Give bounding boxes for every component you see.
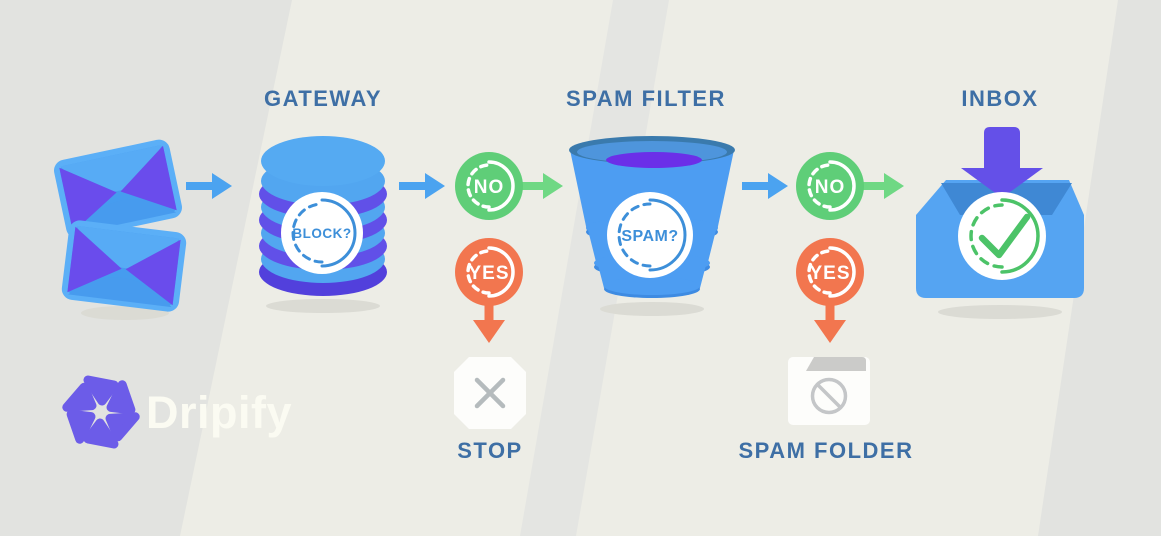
spam-question-badge: SPAM? — [607, 192, 693, 278]
stop-label: STOP — [457, 438, 523, 463]
svg-text:YES: YES — [809, 263, 850, 284]
flow-arrow-yes-to-stop — [473, 320, 505, 343]
no-entry-icon — [810, 377, 848, 415]
spam-folder-label: SPAM FOLDER — [739, 438, 914, 463]
no-badge-gateway: NO — [455, 152, 523, 220]
blocked-folder-icon — [788, 357, 870, 425]
svg-text:YES: YES — [468, 263, 509, 284]
flow-arrow-yes-to-spamfolder — [814, 320, 846, 343]
dripify-logo: Dripify — [67, 380, 292, 444]
svg-text:NO: NO — [815, 177, 846, 198]
drop-shadows — [81, 299, 1062, 320]
no-badge-filter: NO — [796, 152, 864, 220]
yes-badge-filter: YES — [796, 238, 864, 343]
inbox-label: INBOX — [961, 86, 1038, 111]
filter-decision: NO YES — [796, 152, 904, 343]
spam-filter-label: SPAM FILTER — [566, 86, 726, 111]
open-box-check-icon — [916, 127, 1084, 298]
dripify-logo-text: Dripify — [146, 387, 292, 438]
incoming-mail-arrow-icon — [961, 127, 1043, 198]
gateway-decision: NO YES — [455, 152, 563, 343]
svg-text:NO: NO — [474, 177, 505, 198]
gateway-label: GATEWAY — [264, 86, 382, 111]
double-envelope-icon — [54, 139, 187, 312]
block-badge-text: BLOCK? — [292, 226, 351, 241]
x-mark-icon — [474, 377, 506, 409]
checkmark-icon — [978, 213, 1031, 259]
yes-badge-gateway: YES — [455, 238, 523, 343]
check-badge — [958, 192, 1046, 280]
octagon-x-icon — [454, 357, 526, 429]
block-question-badge: BLOCK? — [281, 192, 363, 274]
spam-badge-text: SPAM? — [621, 228, 678, 245]
